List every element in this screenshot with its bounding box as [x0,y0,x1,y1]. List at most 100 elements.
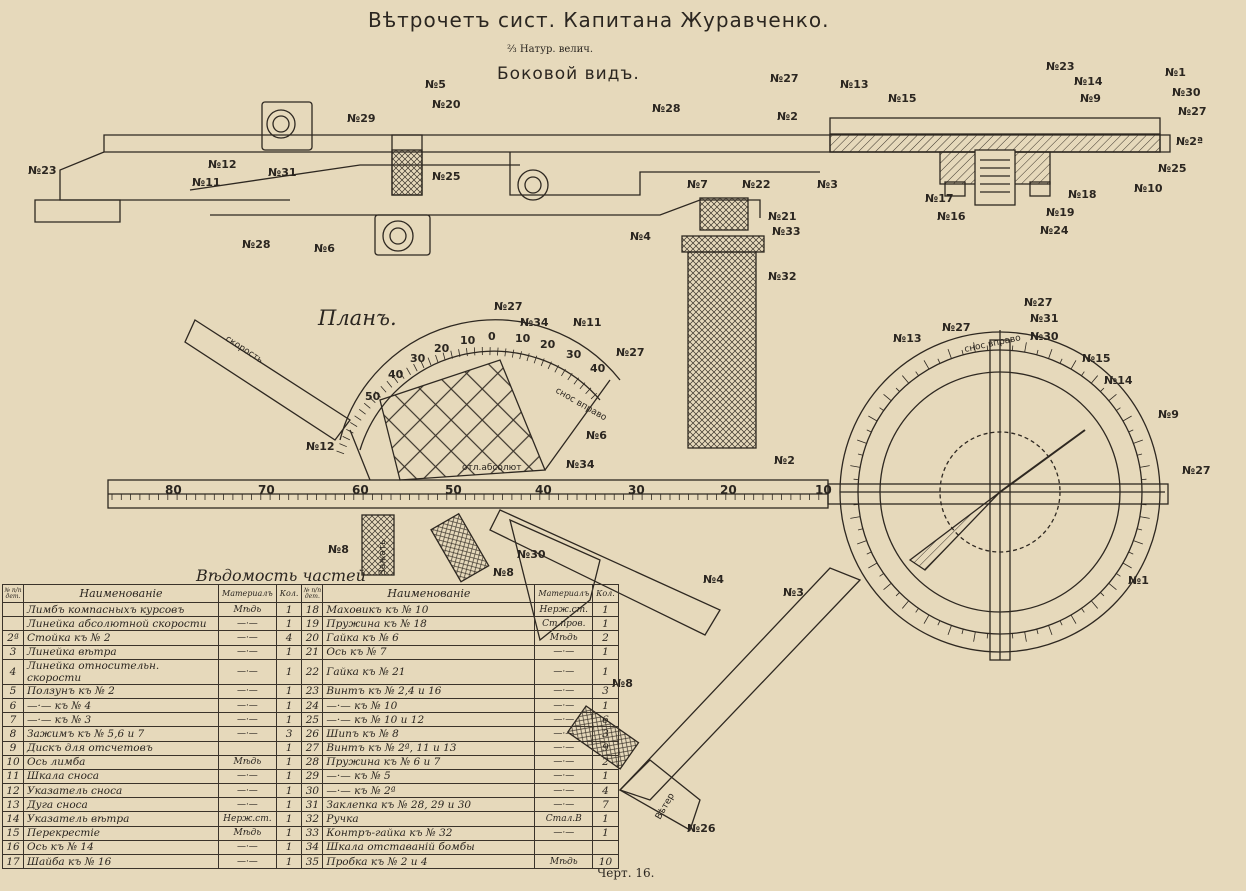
table-cell: Ось лимба [23,754,219,770]
table-cell: —·— [534,644,594,660]
dial-tick [857,439,867,444]
table-cell: Линейка относительн. скорости [23,658,219,685]
arc-tick [350,422,358,427]
part-label: №32 [768,270,797,283]
table-cell: Мѣдь [534,853,594,870]
part-label: №28 [652,102,681,115]
slider-5-hatch [391,149,423,196]
part-label: №2 [774,454,795,467]
part-label: №28 [242,238,271,251]
arc-mark: 40 [590,362,606,375]
dial-tick [1024,342,1027,353]
dial-tick [1048,625,1053,635]
rule-bar-side [103,134,1171,153]
table-cell: —·— [534,797,594,813]
part-label: №13 [840,78,869,91]
table-cell: —·— къ № 5 [322,768,536,785]
dial-tick [923,614,930,624]
dial-tick [1139,465,1150,468]
dial-tick [1059,358,1063,364]
table-cell: Пружина къ № 18 [322,616,536,632]
dial-tick [1108,393,1117,402]
arc-tick [386,380,393,388]
table-cell: —·— [218,853,277,870]
arc-tick [579,382,586,390]
arc-tick [473,347,476,356]
table-cell: 9 [2,740,24,756]
arc-tick [547,361,552,370]
table-cell: 28 [301,754,324,770]
washer-17 [944,181,966,197]
table-cell [2,616,24,632]
table-cell: Ст.пров. [534,616,594,632]
table-cell: 31 [301,797,324,813]
part-label: №7 [687,178,708,191]
part-label: №6 [586,429,607,442]
part-label: №29 [347,112,376,125]
dial-tick [901,600,910,609]
table-cell: 3 [592,683,619,699]
table-cell: 2 [592,754,619,770]
clamp-8-b [430,512,490,583]
arc-tick [466,348,468,357]
compass-ticks [848,340,1152,644]
table-cell: 1 [592,811,619,827]
dial-tick [1090,375,1099,384]
arc-tick [427,357,432,366]
part-label: №15 [888,92,917,105]
arc-tick [413,363,418,372]
rule-mark: 60 [352,483,369,497]
table-cell: Маховикъ къ № 10 [322,601,536,618]
header-cell: Кол. [275,584,303,603]
header-cell: Кол. [592,584,619,603]
table-cell: 2 [592,630,619,646]
table-cell: 1 [592,768,619,785]
table-cell: Винтъ къ № 2ª, 11 и 13 [322,740,536,756]
dial-tick [1137,528,1143,531]
part-label: №6 [314,242,335,255]
part-label: №13 [893,332,922,345]
dial-tick [1070,360,1077,370]
clamp-tag: Зажать [378,540,388,575]
table-cell: —·— [218,797,277,813]
table-cell: 1 [592,658,619,685]
part-label: №30 [517,548,546,561]
dial-tick [850,465,861,468]
table-cell: 1 [592,616,619,632]
table-cell: 22 [301,658,324,685]
dial-tick [961,349,964,355]
nut-33 [681,235,765,253]
table-cell: —·— [218,712,277,728]
dial-tick [1024,631,1027,642]
arc-mark: 20 [434,342,450,355]
table-cell: 1 [592,697,619,714]
dial-tick [857,540,867,545]
arc-tick [561,368,566,377]
table-cell: 4 [275,630,303,646]
table-cell: 21 [301,644,324,660]
dial-tick [1116,407,1121,411]
dial-tick [1133,439,1143,444]
table-cell: —·— [534,825,594,841]
part-label: №2ª [1176,135,1204,148]
table-cell: 5 [2,683,24,699]
dial-tick [923,360,930,370]
dial-tick [915,371,919,376]
table-cell: 4 [592,783,619,799]
table-cell: Мѣдь [218,754,277,770]
arc-tick [392,376,399,384]
dial-tick [879,407,884,411]
table-cell: Пробка къ № 2 и 4 [322,853,536,870]
table-cell: 6 [2,697,24,714]
dial-tick [883,393,892,402]
spring-19 [980,159,1010,193]
part-label: №12 [208,158,237,171]
arc-tick [573,377,580,385]
table-cell: 1 [275,683,303,699]
part-label: №25 [432,170,461,183]
table-cell: 15 [2,825,24,841]
